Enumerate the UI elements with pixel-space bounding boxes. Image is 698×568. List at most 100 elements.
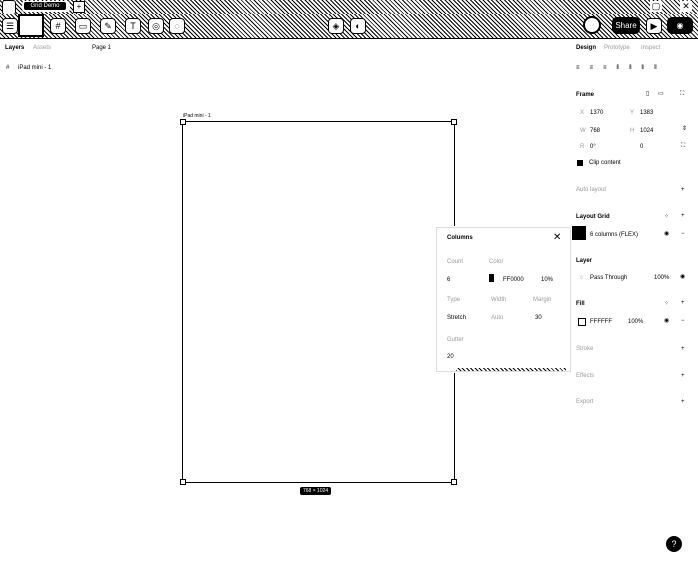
tab-design[interactable]: Design	[576, 45, 597, 51]
gutter-input[interactable]: 20	[447, 354, 454, 360]
app-logo-icon[interactable]	[2, 0, 16, 15]
frame-tool-icon[interactable]: #	[50, 18, 66, 34]
minimize-icon[interactable]: ▢	[650, 1, 662, 12]
menu-icon[interactable]: ☰	[2, 18, 18, 34]
gutter-label: Gutter	[447, 337, 464, 343]
add-effect-icon[interactable]: +	[681, 373, 685, 379]
close-icon[interactable]: ✕	[553, 232, 562, 243]
blend-mode-select[interactable]: Pass Through	[590, 275, 628, 281]
fill-visibility-icon[interactable]: ◉	[664, 318, 670, 324]
color-opacity-input[interactable]: 10%	[541, 277, 554, 283]
tab-inspect[interactable]: Inspect	[641, 45, 661, 51]
zoom-badge[interactable]: ◉	[667, 17, 693, 34]
x-input[interactable]: 1370	[590, 110, 604, 116]
layout-grid-title: Layout Grid	[576, 214, 610, 220]
auto-layout-title: Auto layout	[576, 187, 607, 193]
h-label: H	[630, 128, 635, 134]
add-auto-layout-icon[interactable]: +	[681, 187, 685, 193]
tab-prototype[interactable]: Prototype	[604, 45, 630, 51]
pen-tool-icon[interactable]: ✎	[100, 18, 116, 34]
margin-label: Margin	[533, 297, 552, 303]
count-input[interactable]: 6	[447, 277, 451, 283]
resources-icon[interactable]: ◎	[148, 18, 164, 34]
fill-swatch[interactable]	[578, 318, 586, 326]
document-tab[interactable]: Grid Demo	[22, 1, 70, 12]
add-fill-icon[interactable]: +	[681, 300, 685, 306]
h-input[interactable]: 1024	[640, 128, 654, 134]
margin-input[interactable]: 30	[535, 315, 542, 321]
portrait-icon[interactable]: ▯	[646, 91, 650, 97]
blend-mode-icon: ◌	[580, 275, 584, 281]
user-avatar[interactable]	[583, 16, 601, 34]
resize-to-fit-icon[interactable]: ⛶	[680, 91, 685, 97]
effects-title: Effects	[576, 373, 595, 379]
w-input[interactable]: 768	[590, 128, 601, 134]
layer-frame-icon: #	[6, 65, 10, 71]
add-grid-icon[interactable]: +	[681, 213, 685, 219]
w-label: W	[580, 128, 586, 134]
resize-handle[interactable]	[180, 479, 186, 485]
component-icon[interactable]: ◈	[328, 18, 344, 34]
corner-radius-input[interactable]: 0	[640, 144, 644, 150]
count-label: Count	[447, 259, 464, 265]
page-selector[interactable]: Page 1	[92, 45, 112, 51]
document-tab-label: Grid Demo	[24, 2, 66, 10]
rotation-input[interactable]: 0°	[590, 144, 596, 150]
tab-assets[interactable]: Assets	[33, 45, 52, 51]
add-export-icon[interactable]: +	[681, 399, 685, 405]
layer-title: Layer	[576, 258, 593, 264]
move-tool-button[interactable]	[18, 14, 44, 37]
new-tab-icon[interactable]: +	[73, 1, 85, 13]
text-tool-icon[interactable]: T	[125, 18, 141, 34]
columns-popup: Columns ✕ Count Color 6 FF0000 10% Type …	[436, 227, 571, 372]
independent-corners-icon[interactable]: ⛶	[681, 143, 686, 149]
landscape-icon[interactable]: ▭	[658, 91, 664, 97]
frame-label[interactable]: iPad mini - 1	[183, 113, 211, 119]
grid-columns-icon[interactable]	[572, 226, 586, 240]
color-hex-input[interactable]: FF0000	[503, 277, 524, 283]
rotation-label: R	[580, 144, 585, 150]
width-input[interactable]: Auto	[491, 315, 504, 321]
fill-styles-icon[interactable]: ⁘	[664, 301, 670, 307]
type-select[interactable]: Stretch	[447, 315, 467, 321]
toolbar: ☰ # ▭ ✎ T ◎ ◌ ◈ ◐ Share ▶ ◉	[0, 14, 698, 39]
shape-tool-icon[interactable]: ▭	[75, 18, 91, 34]
visibility-eye-icon[interactable]: ◉	[664, 231, 670, 237]
layer-opacity-input[interactable]: 100%	[654, 275, 670, 281]
popup-shadow	[456, 368, 566, 371]
y-input[interactable]: 1383	[640, 110, 654, 116]
tab-layers[interactable]: Layers	[5, 45, 25, 51]
grid-styles-icon[interactable]: ⁘	[664, 214, 670, 220]
frame-section-title: Frame	[576, 92, 595, 98]
help-icon[interactable]: ?	[666, 536, 682, 552]
add-stroke-icon[interactable]: +	[681, 346, 685, 352]
stroke-title: Stroke	[576, 346, 594, 352]
type-label: Type	[447, 297, 461, 303]
share-button[interactable]: Share	[612, 17, 640, 34]
contrast-icon[interactable]: ◐	[350, 18, 366, 34]
remove-fill-icon[interactable]: −	[681, 318, 685, 324]
remove-grid-icon[interactable]: −	[681, 231, 685, 237]
comment-tool-icon[interactable]: ◌	[169, 18, 185, 34]
fill-title: Fill	[576, 301, 585, 307]
layer-row[interactable]: iPad mini - 1	[18, 65, 52, 71]
canvas-frame[interactable]	[180, 119, 457, 485]
x-label: X	[580, 110, 585, 116]
play-icon[interactable]: ▶	[646, 18, 662, 34]
popup-title: Columns	[447, 235, 473, 241]
fill-hex-input[interactable]: FFFFFF	[590, 319, 612, 325]
layout-grid-item[interactable]: 6 columns (FLEX)	[590, 232, 639, 238]
export-title: Export	[576, 399, 594, 405]
constrain-icon[interactable]: ⇕	[682, 126, 688, 132]
resize-handle[interactable]	[180, 119, 186, 125]
clip-content-checkbox[interactable]	[577, 160, 583, 166]
fill-opacity-input[interactable]: 100%	[628, 319, 644, 325]
size-badge: 768 × 1024	[300, 487, 332, 495]
close-window-icon[interactable]: ✕	[680, 1, 692, 12]
layer-visibility-icon[interactable]: ◉	[680, 274, 686, 280]
width-label: Width	[491, 297, 507, 303]
align-icons[interactable]: ≡≡≡⫴⫴⫴⫴	[576, 65, 667, 71]
resize-handle[interactable]	[451, 479, 457, 485]
color-swatch[interactable]	[489, 274, 494, 282]
resize-handle[interactable]	[451, 119, 457, 125]
